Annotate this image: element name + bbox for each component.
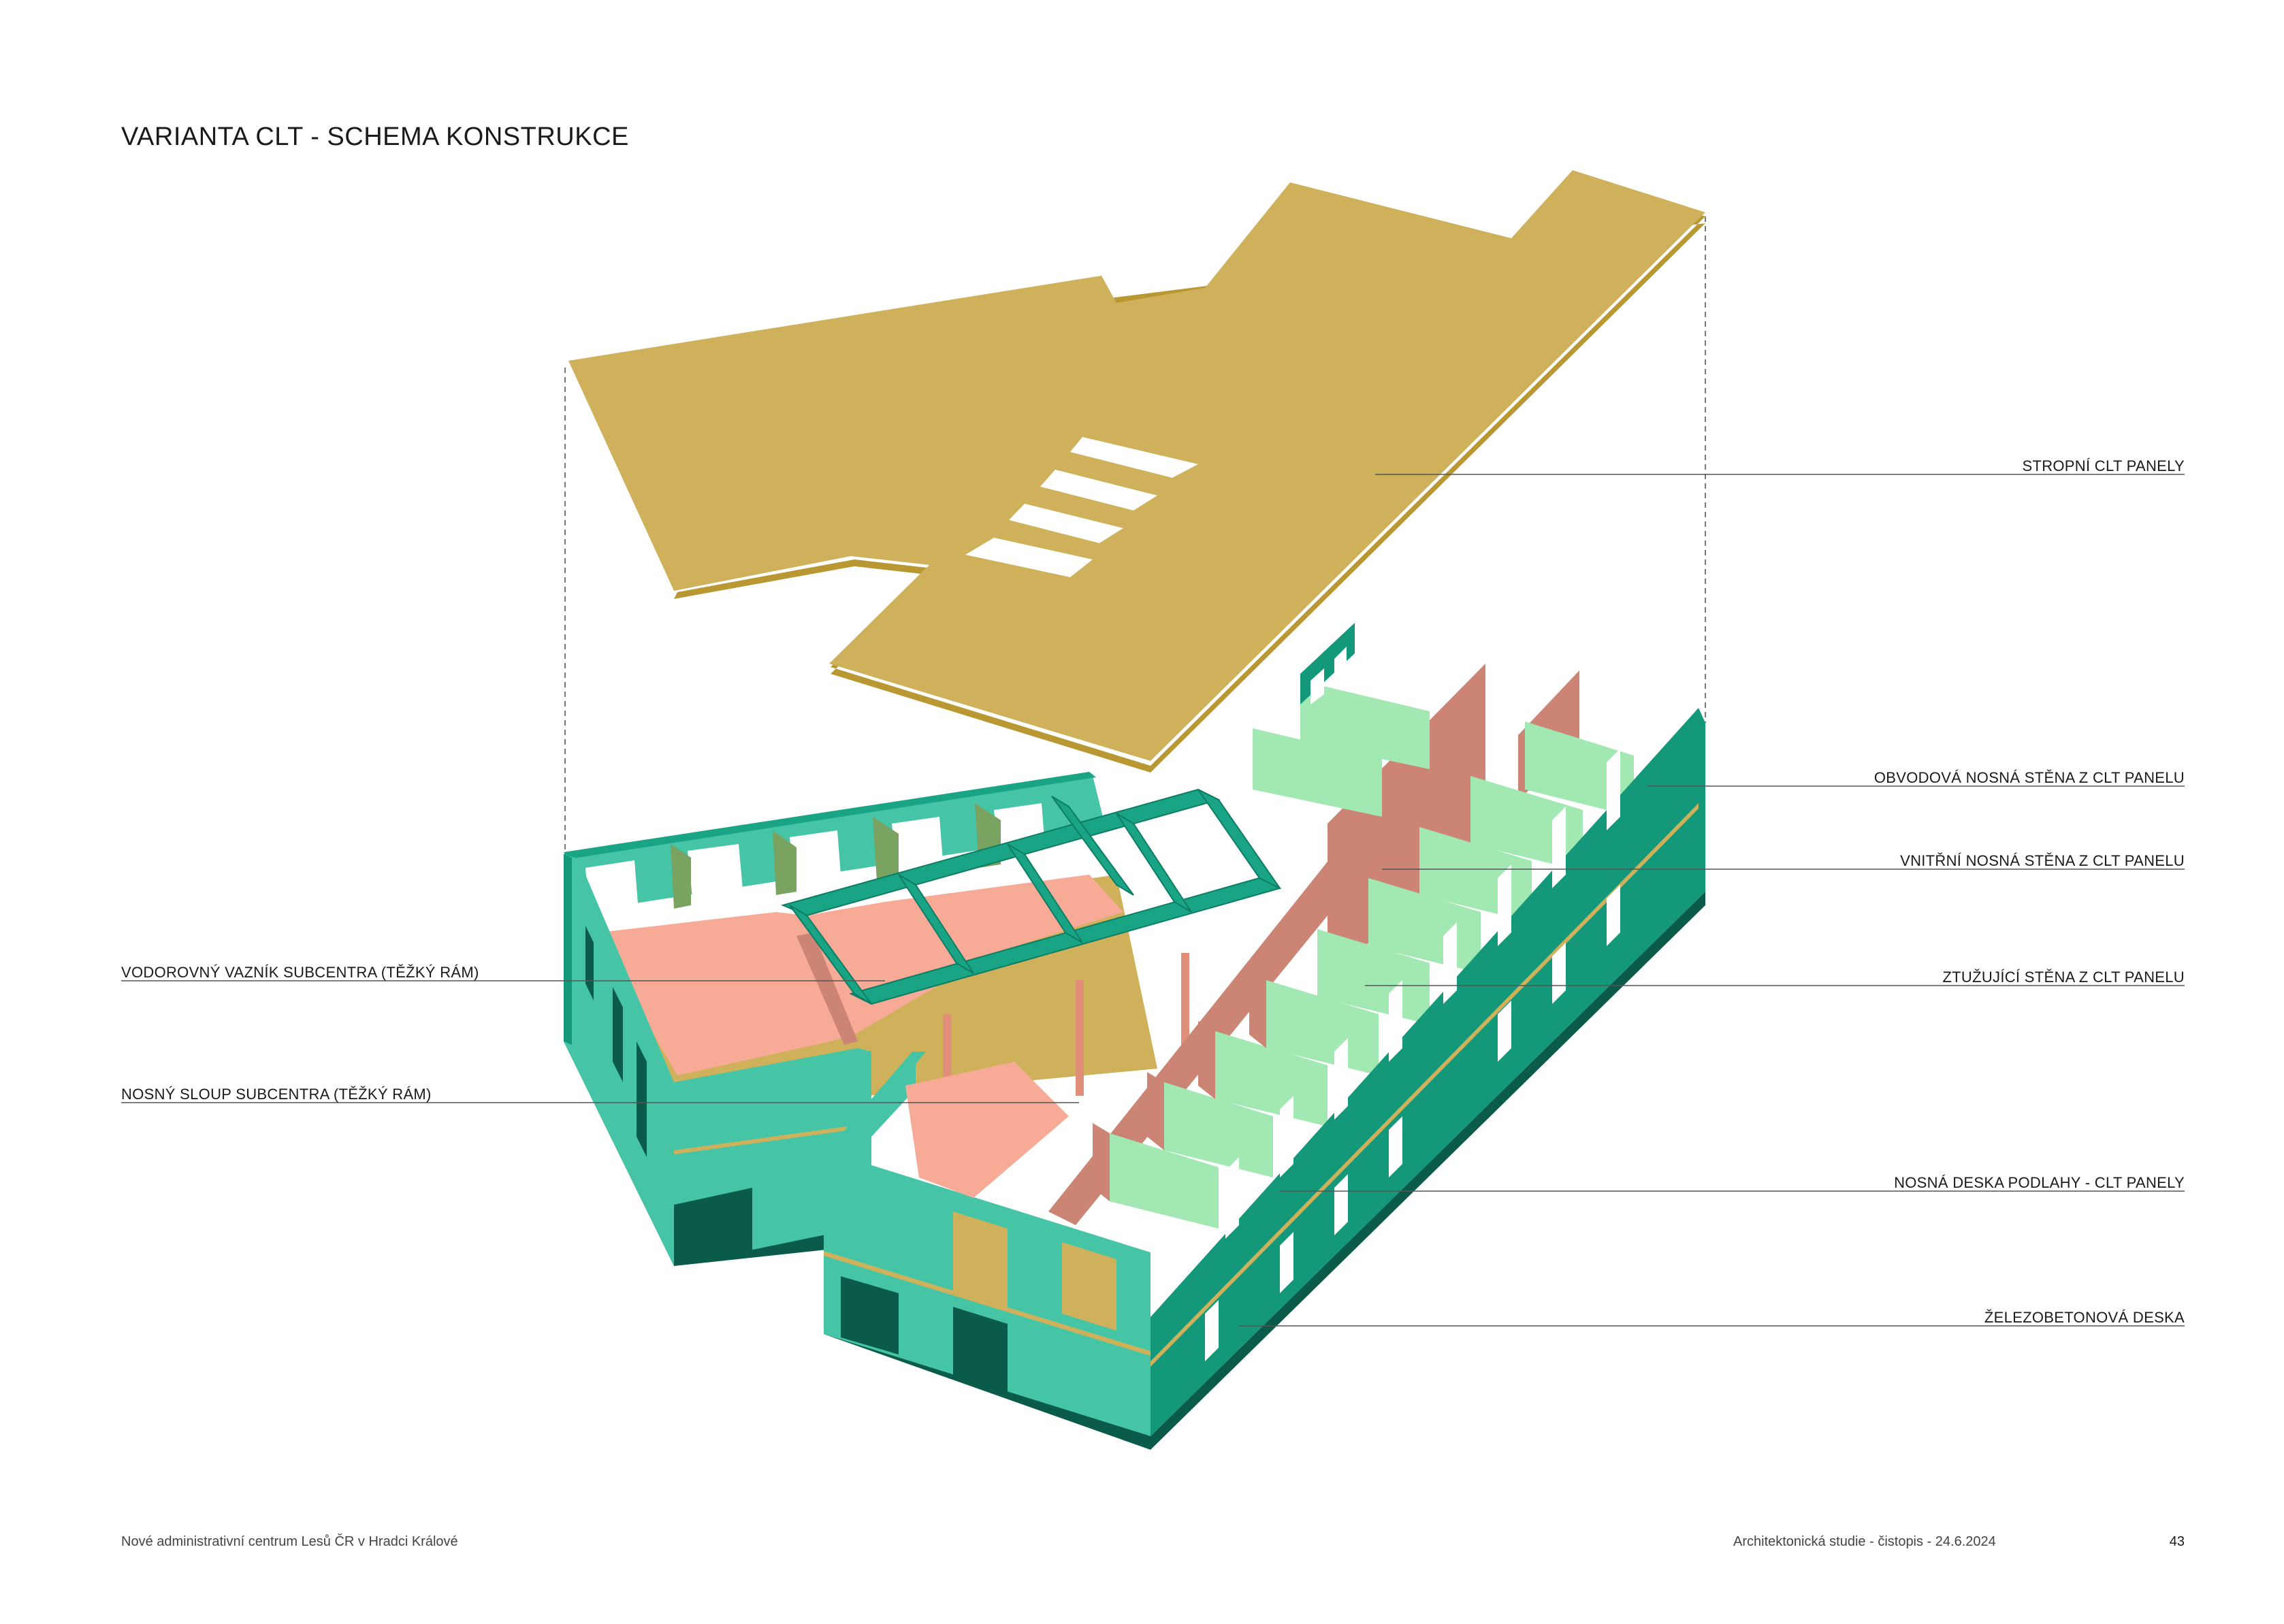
label-concrete-slab: ŽELEZOBETONOVÁ DESKA	[1984, 1309, 2185, 1326]
inner-load-wall-main	[1328, 664, 1485, 980]
left-front-wall-band	[674, 1123, 871, 1154]
label-bracing-wall: ZTUŽUJÍCÍ STĚNA Z CLT PANELU	[1942, 969, 2185, 986]
right-front-gable-openings	[841, 1276, 1008, 1392]
subcentre-truss	[780, 788, 1282, 1005]
subcentre-columns	[943, 953, 1189, 1096]
right-back-wall-windows	[1310, 647, 1347, 704]
subcentre-partition	[797, 932, 858, 1045]
page-number: 43	[2169, 1534, 2185, 1549]
label-roof-panels: STROPNÍ CLT PANELY	[2022, 457, 2185, 474]
left-front-door	[674, 1188, 752, 1266]
footer-stage: Architektonická studie - čistopis - 24.6…	[1733, 1534, 1996, 1549]
page-title: VARIANTA CLT - SCHEMA KONSTRUKCE	[121, 123, 629, 151]
right-outer-wall-band	[1151, 803, 1699, 1367]
projection-lines	[564, 216, 1706, 861]
right-front-gable-upper-openings	[953, 1212, 1116, 1331]
subcentre-floor	[599, 875, 1123, 1075]
right-outer-wall-windows	[1205, 749, 1620, 1361]
right-side-wall	[827, 1052, 926, 1150]
leader-lines	[121, 474, 2185, 1327]
footer-project: Nové administrativní centrum Lesů ČR v H…	[121, 1534, 458, 1549]
label-column: NOSNÝ SLOUP SUBCENTRA (TĚŽKÝ RÁM)	[121, 1086, 432, 1103]
right-subcentre-floor	[905, 1062, 1069, 1198]
left-end-wall-dark	[564, 854, 572, 1045]
label-truss: VODOROVNÝ VAZNÍK SUBCENTRA (TĚŽKÝ RÁM)	[121, 964, 479, 981]
label-outer-wall: OBVODOVÁ NOSNÁ STĚNA Z CLT PANELU	[1873, 769, 2185, 786]
label-inner-wall: VNITŘNÍ NOSNÁ STĚNA Z CLT PANELU	[1900, 852, 2185, 869]
right-wing	[824, 623, 1705, 1450]
roof-skylights	[965, 437, 1198, 577]
right-pink-fins	[1093, 970, 1266, 1201]
left-end-wall-windows	[585, 926, 647, 1157]
left-back-wall-top	[564, 772, 1096, 859]
label-floor-slab: NOSNÁ DESKA PODLAHY - CLT PANELY	[1894, 1174, 2185, 1191]
roof-clt-panels	[568, 170, 1705, 773]
